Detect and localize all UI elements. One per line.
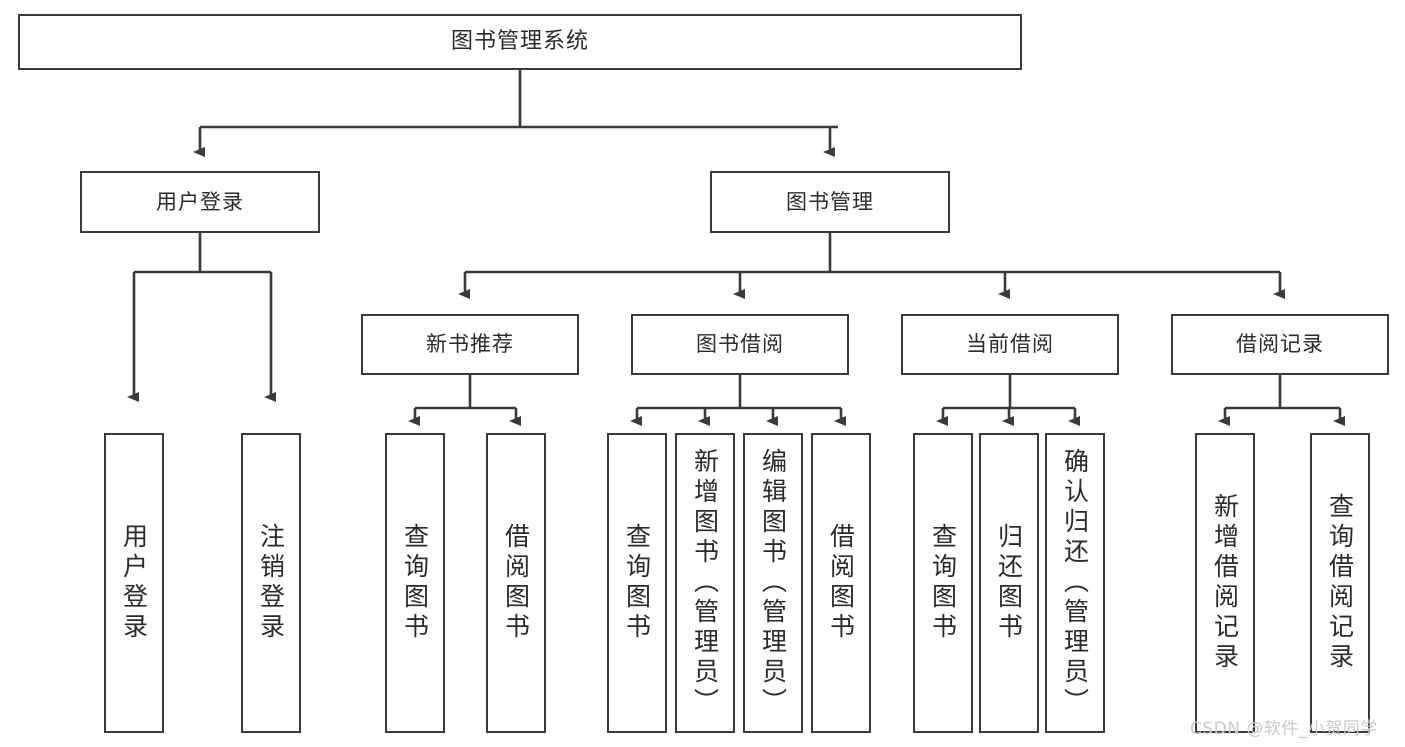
leaf-query-book-1-label: 查询图书	[400, 523, 430, 643]
leaf-logout[interactable]: 注销登录	[241, 433, 301, 733]
leaf-add-book-label: 新增图书（管理员）	[690, 448, 720, 718]
node-root[interactable]: 图书管理系统	[18, 14, 1022, 70]
node-user-login[interactable]: 用户登录	[80, 171, 320, 233]
node-borrow-record-label: 借阅记录	[1236, 332, 1324, 356]
leaf-add-book[interactable]: 新增图书（管理员）	[675, 433, 735, 733]
leaf-query-book-3-label: 查询图书	[928, 523, 958, 643]
leaf-query-book-1[interactable]: 查询图书	[385, 433, 445, 733]
leaf-query-record[interactable]: 查询借阅记录	[1310, 433, 1370, 733]
leaf-edit-book-label: 编辑图书（管理员）	[758, 448, 788, 718]
node-new-book-rec-label: 新书推荐	[426, 332, 514, 356]
leaf-borrow-book-1-label: 借阅图书	[501, 523, 531, 643]
leaf-user-login[interactable]: 用户登录	[104, 433, 164, 733]
leaf-borrow-book-2[interactable]: 借阅图书	[811, 433, 871, 733]
node-current-borrow-label: 当前借阅	[966, 332, 1054, 356]
leaf-query-book-2[interactable]: 查询图书	[607, 433, 667, 733]
leaf-query-book-3[interactable]: 查询图书	[913, 433, 973, 733]
leaf-query-book-2-label: 查询图书	[622, 523, 652, 643]
node-book-borrow-label: 图书借阅	[696, 332, 784, 356]
leaf-return-book-label: 归还图书	[994, 523, 1024, 643]
leaf-borrow-book-2-label: 借阅图书	[826, 523, 856, 643]
leaf-user-login-label: 用户登录	[119, 523, 149, 643]
leaf-add-record[interactable]: 新增借阅记录	[1195, 433, 1255, 733]
node-book-manage[interactable]: 图书管理	[710, 171, 950, 233]
leaf-query-record-label: 查询借阅记录	[1325, 493, 1355, 673]
leaf-confirm-return[interactable]: 确认归还（管理员）	[1045, 433, 1105, 733]
node-root-label: 图书管理系统	[450, 29, 589, 54]
node-user-login-label: 用户登录	[156, 189, 244, 214]
leaf-add-record-label: 新增借阅记录	[1210, 493, 1240, 673]
leaf-confirm-return-label: 确认归还（管理员）	[1060, 448, 1090, 718]
leaf-return-book[interactable]: 归还图书	[979, 433, 1039, 733]
leaf-logout-label: 注销登录	[256, 523, 286, 643]
leaf-borrow-book-1[interactable]: 借阅图书	[486, 433, 546, 733]
node-book-borrow[interactable]: 图书借阅	[631, 314, 849, 375]
leaf-edit-book[interactable]: 编辑图书（管理员）	[743, 433, 803, 733]
node-borrow-record[interactable]: 借阅记录	[1171, 314, 1389, 375]
node-new-book-rec[interactable]: 新书推荐	[361, 314, 579, 375]
node-current-borrow[interactable]: 当前借阅	[901, 314, 1119, 375]
node-book-manage-label: 图书管理	[786, 189, 874, 214]
